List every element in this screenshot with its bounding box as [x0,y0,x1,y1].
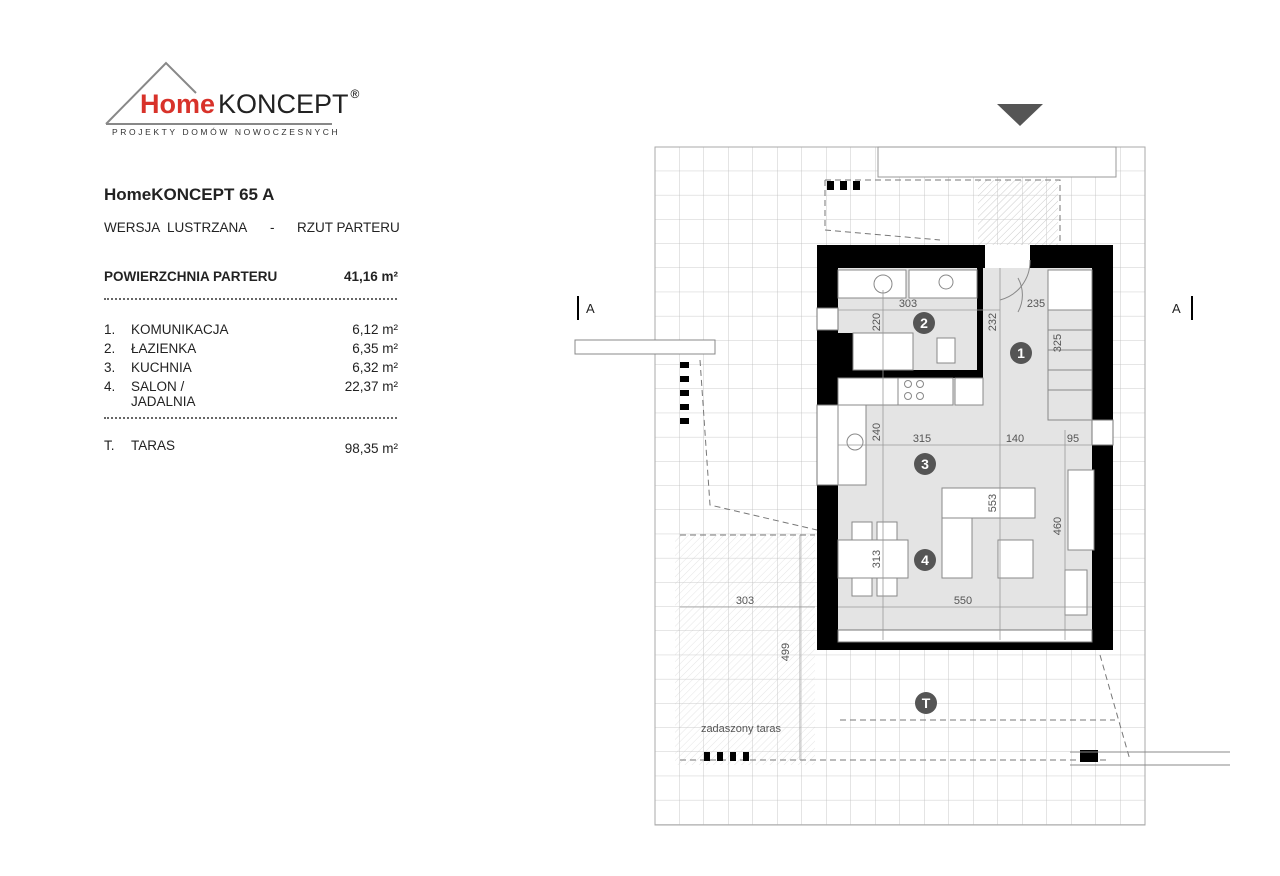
section-right: A [1172,301,1181,316]
logo: Home KONCEPT ® PROJEKTY DOMÓW NOWOCZESNY… [100,60,400,140]
dim-label: 232 [987,313,999,331]
room-num: 2. [104,341,116,356]
room-num: 1. [104,322,116,337]
dim-label: 553 [987,494,999,512]
marker-t: T [922,695,931,711]
logo-wordmark: Home KONCEPT ® [140,87,360,120]
dim-label: 315 [913,433,931,445]
terrace-name: TARAS [131,438,176,453]
room-name: KOMUNIKACJA [131,322,229,337]
dim-label: 220 [871,313,883,331]
room-num: 4. [104,379,116,394]
room-area: 6,35 m² [352,341,398,356]
room-markers: 1 2 3 4 T [913,312,1032,714]
room-name: SALON / JADALNIA [131,379,196,409]
marker-3: 3 [921,456,929,472]
dim-label: 499 [780,643,792,661]
room-name: KUCHNIA [131,360,192,375]
logo-home: Home [140,89,216,119]
dim-label: 235 [1027,298,1045,310]
dim-label: 240 [871,423,883,441]
room-area: 6,32 m² [352,360,398,375]
logo-registered: ® [350,87,360,101]
north-arrow-icon [997,104,1043,126]
dim-label: 313 [871,550,883,568]
project-title: HomeKONCEPT 65 A [104,185,275,204]
marker-4: 4 [921,552,929,568]
marker-2: 2 [920,315,928,331]
room-area: 6,12 m² [352,322,398,337]
logo-koncept: KONCEPT [218,89,349,119]
divider [104,298,397,300]
dim-label: 303 [736,595,754,607]
dim-label: 325 [1052,334,1064,352]
version-label: WERSJA LUSTRZANA [104,220,248,235]
section-markers: A A [577,296,1193,320]
divider [104,417,397,419]
step-marks [680,181,1098,762]
room-area: 22,37 m² [344,379,398,394]
dim-label: 550 [954,595,972,607]
terrace-num: T. [104,438,115,453]
logo-tagline: PROJEKTY DOMÓW NOWOCZESNYCH [112,127,341,137]
section-left: A [586,301,595,316]
terrace-area: 98,35 m² [344,441,398,456]
dim-label: 460 [1052,517,1064,535]
logo-roof-icon [105,61,332,125]
separator: - [270,220,275,235]
dimensions: 303 220 232 235 325 240 315 140 95 553 4… [701,298,1079,735]
dim-label: 140 [1006,433,1024,445]
view-label: RZUT PARTERU [297,220,400,235]
terrace-label: zadaszony taras [701,723,782,735]
room-num: 3. [104,360,116,375]
room-name: ŁAZIENKA [131,341,197,356]
dim-label: 95 [1067,433,1079,445]
area-value: 41,16 m² [343,269,398,284]
area-label: POWIERZCHNIA PARTERU [104,269,278,284]
marker-1: 1 [1017,345,1025,361]
dim-label: 303 [899,298,917,310]
